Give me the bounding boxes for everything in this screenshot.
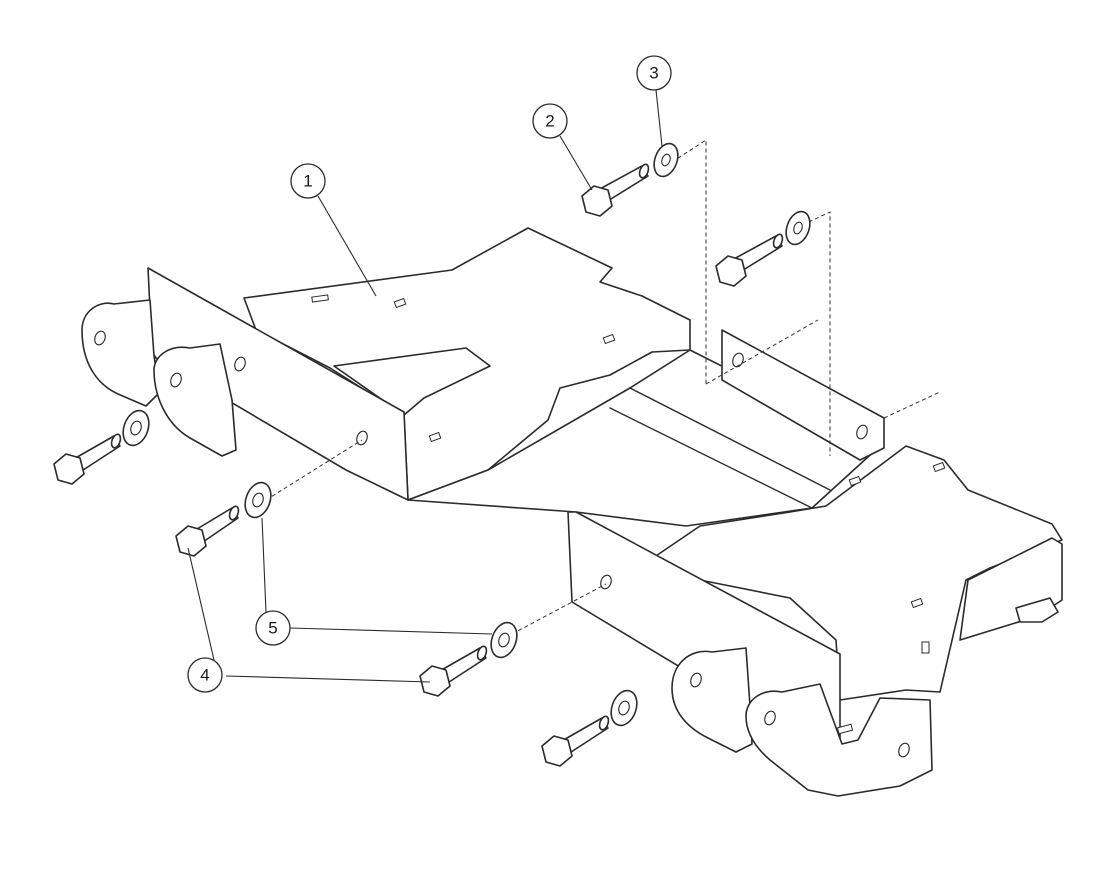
- frame-hole: [690, 672, 702, 688]
- washer-top-left: [653, 142, 679, 178]
- washer-top-right: [785, 210, 811, 246]
- rail-edge: [609, 407, 813, 509]
- frame-right-rear-plate: [721, 329, 885, 461]
- bolt-top-right: [715, 233, 784, 287]
- balloon-4-label: 4: [200, 666, 209, 685]
- frame-right-ear-front: [745, 683, 933, 797]
- balloon-2-label: 2: [545, 112, 554, 131]
- frame-hole: [732, 352, 744, 368]
- frame-slot: [921, 641, 930, 654]
- frame-right-ear-rear: [671, 647, 753, 753]
- washer-left-front: [244, 481, 272, 519]
- frame-hole: [234, 356, 246, 372]
- frame-slot: [848, 475, 862, 487]
- bolt-center-front: [419, 645, 488, 697]
- frame-left-ear-rear: [81, 299, 161, 407]
- leader-lines: [187, 89, 663, 683]
- frame-slot: [428, 431, 442, 443]
- frame-hole: [600, 574, 612, 590]
- balloon-3: 3: [636, 55, 672, 91]
- balloon-1-label: 1: [303, 172, 312, 191]
- frame-hole: [94, 330, 106, 346]
- balloon-4: 4: [187, 657, 223, 693]
- washer-left-rear: [122, 409, 150, 447]
- washer-right-front: [610, 689, 638, 727]
- balloon-3-label: 3: [649, 64, 658, 83]
- frame-top-plate-right: [649, 445, 1063, 701]
- bolt-right-front: [541, 715, 610, 767]
- frame-hole: [170, 372, 182, 388]
- bolt-left-front: [175, 505, 240, 557]
- rail-edge: [629, 387, 831, 491]
- frame-slot: [910, 597, 924, 609]
- washer-center-front: [490, 621, 518, 659]
- frame-right-tube-foot: [1015, 597, 1059, 623]
- frame-left-ear-front: [153, 343, 237, 457]
- balloon-5: 5: [255, 610, 291, 646]
- frame-slot: [932, 461, 946, 473]
- assembly-lines: [265, 139, 941, 635]
- bolt-top-left: [581, 163, 650, 217]
- frame-hole: [856, 424, 868, 440]
- frame-hole: [898, 742, 910, 758]
- frame-slot: [602, 333, 616, 345]
- frame-slot: [393, 297, 407, 309]
- frame-hole: [356, 430, 368, 446]
- frame-slot: [836, 723, 854, 735]
- mount-frame: [81, 227, 1063, 797]
- balloon-2: 2: [532, 103, 568, 139]
- bolt-left-rear: [53, 433, 122, 485]
- frame-hole: [764, 710, 776, 726]
- balloon-5-label: 5: [268, 619, 277, 638]
- frame-slot: [311, 294, 329, 303]
- balloon-1: 1: [290, 163, 326, 199]
